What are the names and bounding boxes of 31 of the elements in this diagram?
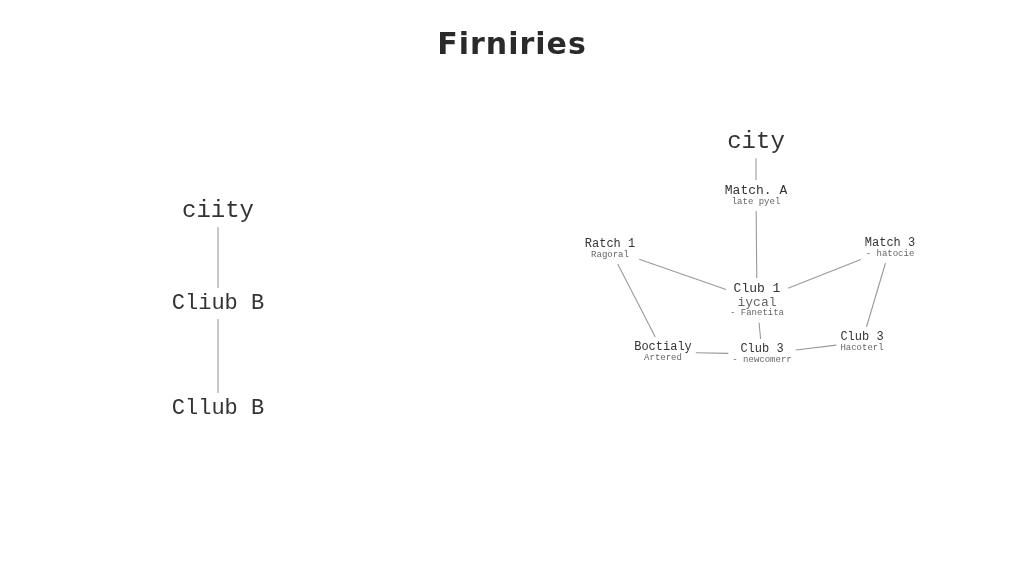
node-label: city — [727, 129, 785, 155]
node-label: ciity — [182, 198, 254, 224]
connector-line — [865, 262, 887, 328]
node-note: - Fanetita — [730, 309, 784, 319]
node-subtitle: late pyel — [730, 197, 782, 208]
node-label: Match. A — [724, 184, 788, 198]
connector-line — [755, 210, 758, 279]
node-label: Club 3 — [840, 331, 884, 344]
node-label: Boctialy — [634, 341, 692, 354]
node-subtitle: Hacoterl — [840, 343, 884, 354]
connector-line — [787, 258, 862, 289]
diagram-title: Firniries — [436, 26, 588, 61]
node-subtitle: iycal — [736, 295, 777, 310]
connector-line — [617, 263, 656, 338]
node-subtitle: Artered — [644, 353, 682, 364]
node-label: Club 3 — [739, 343, 785, 356]
connector-line — [638, 258, 727, 291]
node-label: Ratch 1 — [584, 238, 636, 251]
node-label: Cllub B — [171, 397, 265, 421]
connector-line — [795, 344, 837, 351]
node-label: Match 3 — [864, 237, 916, 250]
connector-line — [755, 157, 757, 181]
node-subtitle: - hatocie — [864, 249, 916, 260]
connector-line — [695, 352, 729, 354]
connector-line — [758, 322, 762, 340]
node-subtitle: Ragoral — [590, 250, 630, 261]
connector-line — [217, 226, 219, 289]
node-label: Cliub B — [171, 292, 265, 316]
node-label: Club 1 — [732, 282, 782, 296]
node-subtitle: - newcomerr — [732, 355, 792, 366]
connector-line — [217, 318, 219, 394]
